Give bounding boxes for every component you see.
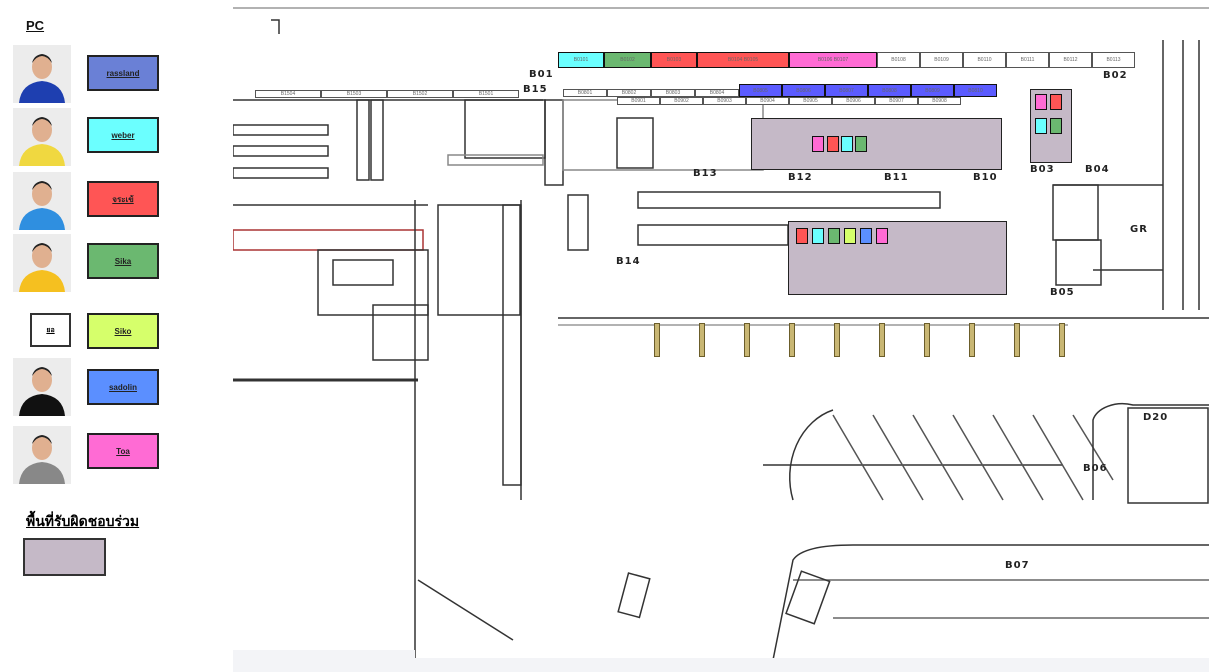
legend-title: PC	[26, 18, 45, 33]
rack-cell: B0102	[604, 52, 651, 68]
rack-cell: B0804	[695, 89, 739, 97]
pillar	[924, 323, 930, 357]
brand-marker	[796, 228, 808, 244]
rack-cell: B0808	[868, 84, 911, 97]
brand-marker	[1050, 118, 1062, 134]
brand-marker	[1050, 94, 1062, 110]
brand-marker	[827, 136, 839, 152]
rack-cell: B0807	[825, 84, 868, 97]
pc-photo	[13, 45, 71, 103]
zone-label-b03: B03	[1030, 164, 1055, 175]
rack-cell: B0906	[832, 97, 875, 105]
shared-area-title: พื้นที่รับผิดชอบร่วม	[26, 513, 140, 529]
rack-cell: B0803	[651, 89, 695, 97]
rack-cell: B0806	[782, 84, 825, 97]
shared-zone-b12	[751, 118, 1002, 170]
pc-photo	[13, 358, 71, 416]
rack-cell: B1504	[255, 90, 321, 98]
rack-cell: B0108	[877, 52, 920, 68]
brand-legend-5: sadolin	[87, 369, 159, 405]
brand-marker	[860, 228, 872, 244]
brand-legend-4: Siko	[87, 313, 159, 349]
rack-cell: B0809	[911, 84, 954, 97]
zone-label-b07: B07	[1005, 560, 1030, 571]
zone-label-gr: GR	[1130, 224, 1148, 235]
rack-cell: B0109	[920, 52, 963, 68]
rack-cell: B0110	[963, 52, 1006, 68]
brand-legend-0: rassland	[87, 55, 159, 91]
zone-label-b04: B04	[1085, 164, 1110, 175]
zone-label-d20: D20	[1143, 412, 1169, 423]
rack-cell: B0111	[1006, 52, 1049, 68]
zone-label-b13: B13	[693, 168, 718, 179]
brand-marker	[1035, 118, 1047, 134]
brand-marker	[812, 136, 824, 152]
brand-legend-2: จระเข้	[87, 181, 159, 217]
brand-marker	[876, 228, 888, 244]
pc-photo-placeholder: ยอ	[30, 313, 71, 347]
rack-cell: B0901	[617, 97, 660, 105]
zone-label-b05: B05	[1050, 287, 1075, 298]
pillar	[1014, 323, 1020, 357]
pillar	[789, 323, 795, 357]
rack-cell: B1501	[453, 90, 519, 98]
pc-photo	[13, 426, 71, 484]
rack-cell: B0112	[1049, 52, 1092, 68]
brand-marker	[844, 228, 856, 244]
zone-label-b11: B11	[884, 172, 909, 183]
zone-label-b12: B12	[788, 172, 813, 183]
zone-label-b06: B06	[1083, 463, 1108, 474]
brand-marker	[841, 136, 853, 152]
rack-cell: B0908	[918, 97, 961, 105]
rack-cell: B0902	[660, 97, 703, 105]
brand-marker	[1035, 94, 1047, 110]
rack-cell: B0101	[558, 52, 604, 68]
rack-cell: B0104 B0105	[697, 52, 789, 68]
pc-photo	[13, 234, 71, 292]
rack-cell: B0103	[651, 52, 697, 68]
brand-legend-3: Sika	[87, 243, 159, 279]
pillar	[969, 323, 975, 357]
rack-cell: B1503	[321, 90, 387, 98]
rack-cell: B0905	[789, 97, 832, 105]
rack-cell: B0810	[954, 84, 997, 97]
zone-label-b14: B14	[616, 256, 641, 267]
pc-photo	[13, 172, 71, 230]
shared-area-swatch	[23, 538, 106, 576]
rack-cell: B1502	[387, 90, 453, 98]
brand-marker	[812, 228, 824, 244]
pillar	[879, 323, 885, 357]
brand-legend-1: weber	[87, 117, 159, 153]
brand-legend-6: Toa	[87, 433, 159, 469]
brand-marker	[828, 228, 840, 244]
pillar	[1059, 323, 1065, 357]
rack-cell: B0801	[563, 89, 607, 97]
rack-cell: B0805	[739, 84, 782, 97]
rack-cell: B0802	[607, 89, 651, 97]
shared-zone-b14	[788, 221, 1007, 295]
rack-cell: B0113	[1092, 52, 1135, 68]
pillar	[699, 323, 705, 357]
pillar	[834, 323, 840, 357]
rack-cell: B0903	[703, 97, 746, 105]
pillar	[744, 323, 750, 357]
zone-label-b10: B10	[973, 172, 998, 183]
rack-cell: B0106 B0107	[789, 52, 877, 68]
pc-photo	[13, 108, 71, 166]
rack-cell: B0907	[875, 97, 918, 105]
zone-label-b01: B01	[529, 69, 554, 80]
pillar	[654, 323, 660, 357]
brand-marker	[855, 136, 867, 152]
zone-label-b02: B02	[1103, 70, 1128, 81]
rack-cell: B0904	[746, 97, 789, 105]
floor-plan-walls	[233, 7, 1209, 672]
zone-label-b15: B15	[523, 84, 548, 95]
